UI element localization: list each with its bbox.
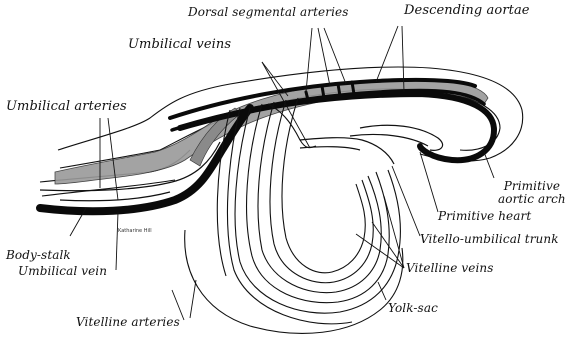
segmental-artery-3 (338, 84, 340, 96)
label-primitive-aortic-arch: Primitive aortic arch (498, 180, 566, 205)
vitelline-vessels (217, 98, 400, 324)
label-descending-aortae: Descending aortae (404, 4, 530, 17)
label-primitive-heart: Primitive heart (438, 210, 531, 222)
artist-signature: Katharine Hill (118, 228, 152, 234)
label-dorsal-segmental-arteries: Dorsal segmental arteries (188, 6, 348, 18)
primitive-heart (350, 125, 443, 150)
label-vitelline-arteries: Vitelline arteries (76, 316, 180, 328)
label-body-stalk: Body-stalk (6, 249, 71, 261)
label-umbilical-veins: Umbilical veins (128, 38, 231, 51)
segmental-artery-4 (352, 82, 354, 94)
label-yolk-sac: Yolk-sac (388, 302, 438, 314)
label-umbilical-vein: Umbilical vein (18, 265, 107, 277)
label-umbilical-arteries: Umbilical arteries (6, 100, 127, 113)
label-vitelline-veins: Vitelline veins (406, 262, 493, 274)
vitello-umbilical-trunk (300, 138, 394, 164)
label-vitello-umbilical-trunk: Vitello-umbilical trunk (420, 233, 559, 245)
